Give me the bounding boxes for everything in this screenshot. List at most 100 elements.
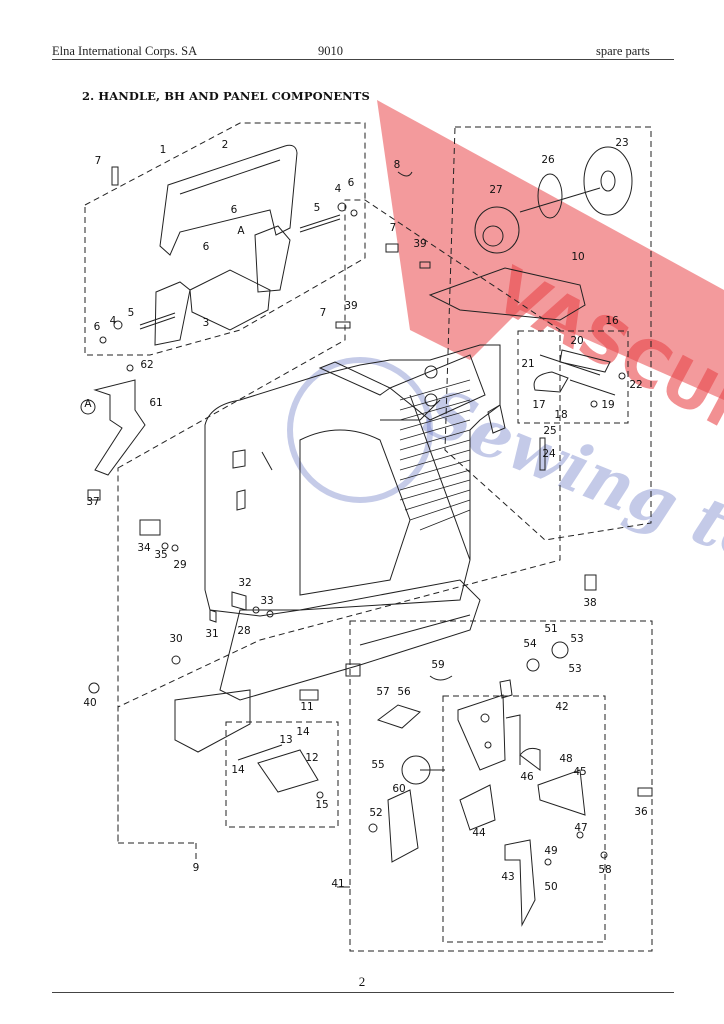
callout-48: 48 xyxy=(559,753,572,765)
callout-12: 12 xyxy=(305,752,318,764)
callout-46: 46 xyxy=(520,771,534,783)
callout-5: 5 xyxy=(128,307,135,319)
small-parts xyxy=(87,437,597,694)
callout-39: 39 xyxy=(413,238,426,250)
callout-42: 42 xyxy=(555,701,568,713)
watermark: VASCUMS Sewing too xyxy=(287,100,724,597)
top-cover-10 xyxy=(428,267,586,321)
callout-18: 18 xyxy=(554,409,567,421)
callout-9: 9 xyxy=(193,862,200,874)
callout-43: 43 xyxy=(501,871,514,883)
handle-parts xyxy=(99,144,358,346)
callout-1: 1 xyxy=(160,144,167,156)
callout-13: 13 xyxy=(279,734,292,746)
callout-32: 32 xyxy=(238,577,251,589)
callout-20: 20 xyxy=(570,335,583,347)
callout-40: 40 xyxy=(83,697,96,709)
callout-6: 6 xyxy=(231,204,238,216)
handle-bracket xyxy=(189,269,271,331)
callout-6: 6 xyxy=(94,321,101,333)
spool-holder-27 xyxy=(474,206,520,254)
bottom-panel xyxy=(174,579,481,753)
handle-post-left xyxy=(154,281,191,346)
callout-10: 10 xyxy=(571,251,584,263)
callout-53: 53 xyxy=(570,633,583,645)
callout-3: 3 xyxy=(203,317,210,329)
shaft-right xyxy=(299,214,341,229)
spool-disc-26 xyxy=(537,173,563,219)
panel-group-outline xyxy=(117,199,561,843)
callout-22: 22 xyxy=(629,379,642,391)
callout-56: 56 xyxy=(397,686,411,698)
callout-36: 36 xyxy=(634,806,648,818)
callout-37: 37 xyxy=(86,496,99,508)
callout-16: 16 xyxy=(605,315,619,327)
callout-8: 8 xyxy=(394,159,401,171)
callout-7: 7 xyxy=(390,222,397,234)
callout-54: 54 xyxy=(523,638,537,650)
spool-disc-23 xyxy=(583,146,633,216)
bobbin-parts xyxy=(533,349,626,408)
callout-52: 52 xyxy=(369,807,382,819)
callout-27: 27 xyxy=(489,184,502,196)
callout-4: 4 xyxy=(110,315,117,327)
callout-28: 28 xyxy=(237,625,250,637)
shaft-left xyxy=(139,312,176,326)
page-number: 2 xyxy=(358,974,366,989)
callout-6: 6 xyxy=(348,177,355,189)
callout-6: 6 xyxy=(203,241,210,253)
handle-post-right xyxy=(254,225,291,293)
callout-59: 59 xyxy=(431,659,444,671)
callout-4: 4 xyxy=(335,183,342,195)
watermark-blue-swirl xyxy=(287,357,433,503)
callout-38: 38 xyxy=(583,597,596,609)
callout-7: 7 xyxy=(95,155,102,167)
spool-parts xyxy=(335,146,633,329)
header-rule xyxy=(52,59,674,60)
handle xyxy=(159,144,298,256)
bh-group-outline xyxy=(349,620,653,952)
watermark-red-arrow xyxy=(377,100,724,400)
callout-25: 25 xyxy=(543,425,556,437)
cover-plate xyxy=(237,744,324,799)
callout-60: 60 xyxy=(392,783,405,795)
callout-2: 2 xyxy=(222,139,229,151)
cover-group-outline xyxy=(225,721,339,828)
bobbin-group-outline xyxy=(517,330,629,424)
callout-45: 45 xyxy=(573,766,586,778)
callout-47: 47 xyxy=(574,822,587,834)
header-section: spare parts xyxy=(596,44,650,58)
callout-21: 21 xyxy=(521,358,534,370)
callout-23: 23 xyxy=(615,137,628,149)
callout-17: 17 xyxy=(532,399,545,411)
callout-24: 24 xyxy=(542,448,556,460)
callout-30: 30 xyxy=(169,633,182,645)
spool-group-outline xyxy=(444,126,652,541)
callout-55: 55 xyxy=(371,759,384,771)
callout-A: A xyxy=(237,225,245,237)
callout-35: 35 xyxy=(154,549,167,561)
callout-19: 19 xyxy=(601,399,614,411)
callout-29: 29 xyxy=(173,559,186,571)
callout-34: 34 xyxy=(137,542,151,554)
group-outlines xyxy=(84,122,653,952)
bracket-61 xyxy=(80,364,146,476)
bh-components xyxy=(337,641,653,927)
callout-33: 33 xyxy=(260,595,273,607)
callout-14: 14 xyxy=(231,764,245,776)
section-title: 2. HANDLE, BH AND PANEL COMPONENTS xyxy=(82,89,370,103)
callout-44: 44 xyxy=(472,827,486,839)
callout-15: 15 xyxy=(315,799,328,811)
callout-14: 14 xyxy=(296,726,310,738)
callout-31: 31 xyxy=(205,628,218,640)
callout-A: A xyxy=(84,398,92,410)
callout-39: 39 xyxy=(344,300,357,312)
screw-7 xyxy=(111,166,119,186)
callout-57: 57 xyxy=(376,686,389,698)
callout-7: 7 xyxy=(320,307,327,319)
vent-slots xyxy=(399,379,471,531)
handle-group-outline xyxy=(84,122,366,356)
callout-61: 61 xyxy=(149,397,162,409)
